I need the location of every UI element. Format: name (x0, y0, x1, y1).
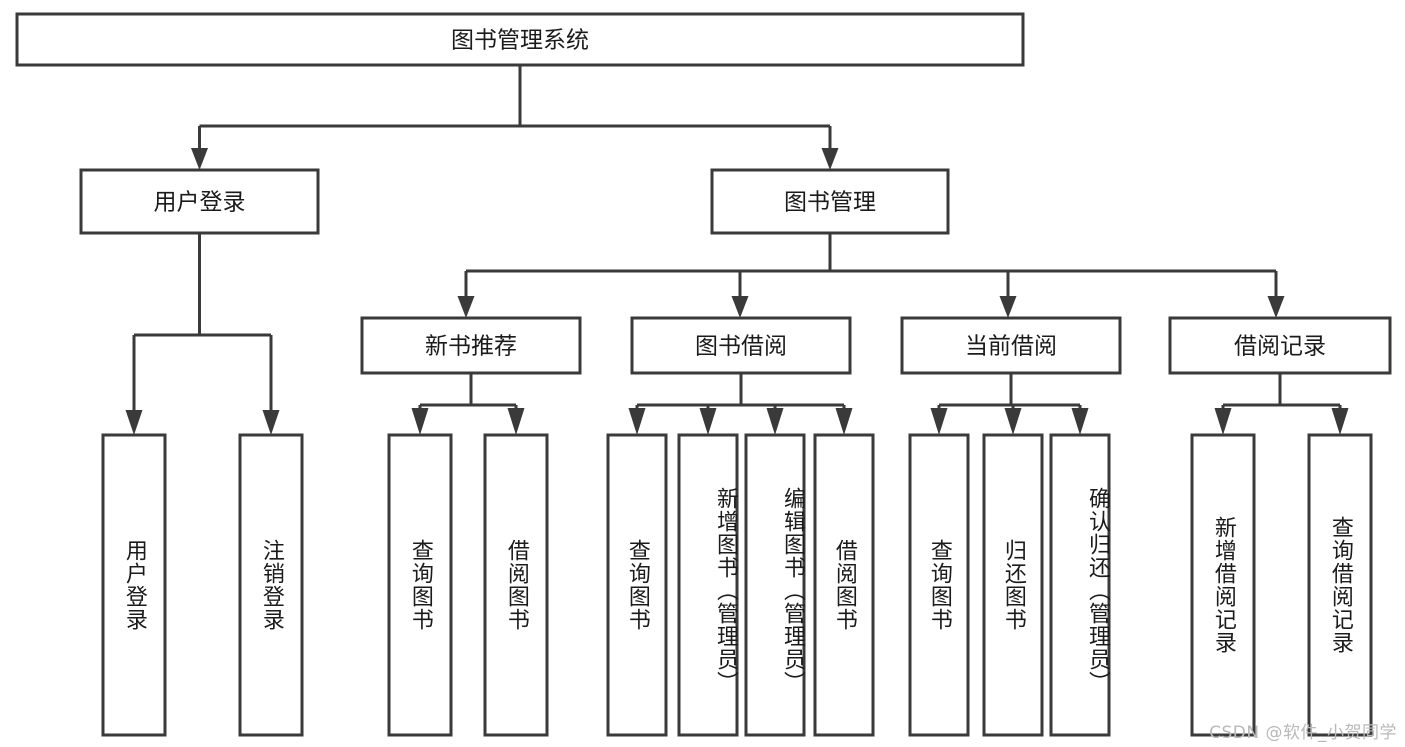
leaf-box-add-book-admin[interactable] (677, 433, 739, 737)
node-user-login[interactable]: 用户登录 (79, 168, 320, 235)
node-user-login-label: 用户登录 (154, 190, 246, 216)
leaf-box-add-borrow-record[interactable] (1190, 433, 1256, 737)
arrow-head-leaf-borrow-book-1 (507, 408, 525, 435)
arrow-head-leaf-query-book-2 (628, 408, 646, 435)
connectors-group (125, 65, 1349, 435)
node-new-book-recommend-label: 新书推荐 (425, 334, 517, 360)
node-borrow-record[interactable]: 借阅记录 (1168, 316, 1392, 375)
leaf-box-query-book-1[interactable] (387, 433, 453, 737)
node-book-borrow-box[interactable] (630, 316, 852, 375)
arrow-head-leaf-return-book (1004, 408, 1022, 435)
arrow-head-leaf-user-login (125, 410, 143, 435)
node-book-borrow-label: 图书借阅 (695, 334, 787, 360)
node-book-manage[interactable]: 图书管理 (710, 168, 950, 235)
node-new-book-recommend[interactable]: 新书推荐 (360, 316, 582, 375)
node-user-login-box[interactable] (79, 168, 320, 235)
arrow-head-book-manage (821, 148, 839, 170)
node-current-borrow-box[interactable] (900, 316, 1122, 375)
leaf-box-query-book-3[interactable] (908, 433, 970, 737)
node-borrow-record-label: 借阅记录 (1234, 334, 1326, 360)
node-root-label: 图书管理系统 (451, 28, 589, 54)
leaf-boxes-group (101, 433, 1373, 737)
leaf-box-edit-book-admin[interactable] (744, 433, 806, 737)
node-new-book-recommend-box[interactable] (360, 316, 582, 375)
arrow-head-borrow-record (1267, 296, 1285, 318)
node-book-manage-box[interactable] (710, 168, 950, 235)
leaf-box-user-login[interactable] (101, 433, 167, 737)
leaf-box-query-book-2[interactable] (606, 433, 668, 737)
arrow-head-leaf-query-book-1 (411, 408, 429, 435)
arrow-head-leaf-edit-book-admin (766, 408, 784, 435)
arrow-head-leaf-confirm-return-admin (1071, 408, 1089, 435)
arrow-head-book-borrow (731, 296, 749, 318)
leaf-box-borrow-book-2[interactable] (813, 433, 875, 737)
node-borrow-record-box[interactable] (1168, 316, 1392, 375)
arrow-head-user-login (191, 148, 208, 170)
node-root[interactable]: 图书管理系统 (15, 12, 1025, 67)
arrow-head-leaf-add-borrow-record (1214, 408, 1232, 435)
leaf-box-confirm-return-admin[interactable] (1049, 433, 1111, 737)
arrow-head-leaf-query-borrow-record (1331, 408, 1349, 435)
arrow-head-current-borrow (999, 296, 1017, 318)
arrow-head-leaf-add-book-admin (699, 408, 717, 435)
arrow-head-leaf-logout-login (262, 410, 280, 435)
node-book-manage-label: 图书管理 (784, 190, 876, 216)
node-root-box[interactable] (15, 12, 1025, 67)
leaf-box-return-book[interactable] (982, 433, 1044, 737)
arrow-head-leaf-borrow-book-2 (835, 408, 853, 435)
csdn-watermark: CSDN @软件_小贺同学 (1209, 723, 1397, 743)
arrow-head-new-book-recommend (457, 296, 475, 318)
leaf-box-borrow-book-1[interactable] (483, 433, 549, 737)
leaf-box-query-borrow-record[interactable] (1307, 433, 1373, 737)
arrow-head-leaf-query-book-3 (930, 408, 948, 435)
node-book-borrow[interactable]: 图书借阅 (630, 316, 852, 375)
node-current-borrow-label: 当前借阅 (965, 334, 1057, 360)
node-current-borrow[interactable]: 当前借阅 (900, 316, 1122, 375)
leaf-box-logout-login[interactable] (238, 433, 304, 737)
